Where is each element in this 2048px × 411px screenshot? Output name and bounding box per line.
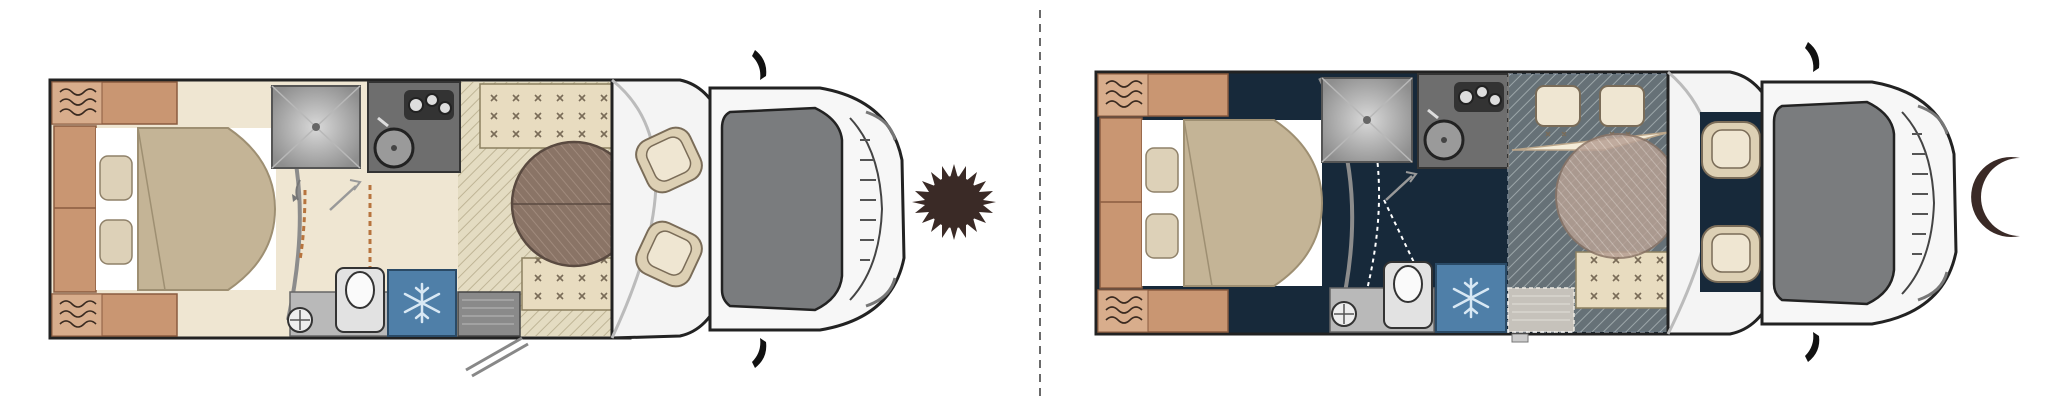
mirror-icon bbox=[1805, 42, 1820, 72]
windshield bbox=[1772, 100, 1896, 306]
pillow-icon bbox=[99, 155, 133, 265]
rear-wardrobe-top bbox=[1097, 73, 1229, 117]
mirror-icon bbox=[1805, 332, 1820, 362]
sink-icon bbox=[1423, 108, 1465, 161]
shower-icon bbox=[1321, 77, 1413, 163]
bench-seat-bottom bbox=[1575, 251, 1669, 309]
island-bed bbox=[1142, 119, 1324, 287]
bedside-cabinet bbox=[53, 125, 97, 293]
windshield bbox=[720, 106, 844, 312]
night-layout bbox=[1094, 42, 2020, 362]
washbasin bbox=[287, 307, 313, 333]
pillow-icon bbox=[1535, 85, 1645, 137]
bedside-cabinet bbox=[1099, 117, 1143, 289]
rear-wardrobe-top bbox=[51, 81, 178, 125]
swivel-seat-driver bbox=[635, 126, 703, 194]
swivel-seat-passenger bbox=[635, 220, 703, 288]
day-layout bbox=[48, 50, 996, 378]
bench-seat-top bbox=[479, 83, 621, 149]
round-table bbox=[1555, 133, 1681, 259]
toilet-icon bbox=[1383, 261, 1433, 329]
entry-step bbox=[457, 291, 521, 337]
rear-wardrobe-bottom bbox=[1097, 289, 1229, 333]
vehicle-front bbox=[708, 86, 906, 332]
mirror-icon bbox=[752, 50, 767, 80]
mirror-icon bbox=[752, 338, 767, 368]
cooktop-icon bbox=[1454, 82, 1504, 112]
shower-icon bbox=[271, 85, 361, 169]
snowflake-icon bbox=[403, 282, 441, 324]
moon-icon bbox=[1971, 156, 2020, 238]
toilet-icon bbox=[335, 267, 385, 333]
vehicle-front bbox=[1760, 80, 1958, 326]
snowflake-icon bbox=[1452, 277, 1490, 319]
washbasin bbox=[1331, 301, 1357, 327]
sun-icon bbox=[912, 164, 996, 240]
cooktop-icon bbox=[404, 90, 454, 120]
swivel-seat-passenger bbox=[1701, 225, 1761, 283]
sink-icon bbox=[373, 116, 415, 169]
entry-step bbox=[1507, 287, 1575, 333]
pillow-icon bbox=[1145, 147, 1179, 259]
swivel-seat-driver bbox=[1701, 121, 1761, 179]
island-bed bbox=[96, 127, 277, 291]
rear-wardrobe-bottom bbox=[51, 293, 178, 337]
entry-door[interactable] bbox=[465, 336, 529, 378]
